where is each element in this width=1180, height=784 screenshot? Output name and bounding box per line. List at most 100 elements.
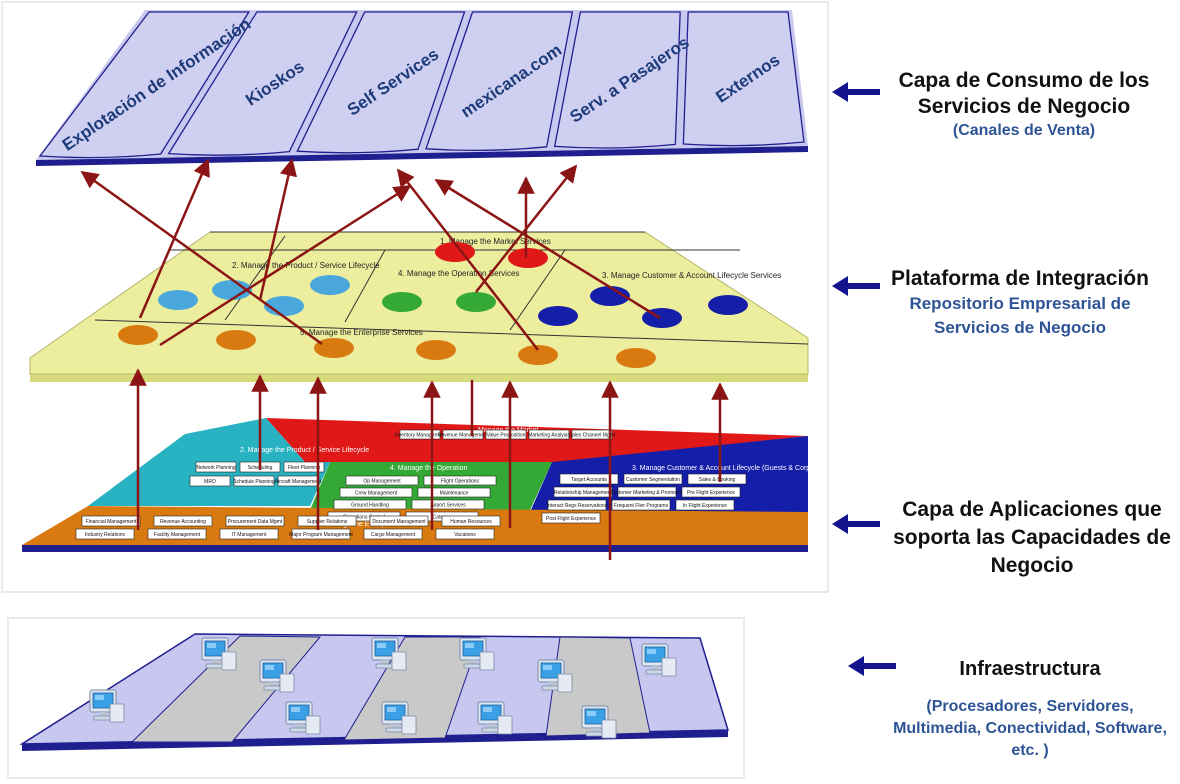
app-box-label: IT Management	[232, 532, 268, 538]
app-box-label: Network Planning	[196, 465, 235, 471]
region-label: 3. Manage Customer & Account Lifecycle S…	[602, 271, 781, 280]
app-box	[617, 486, 677, 498]
app-box-label: Pre Flight Experience	[687, 490, 735, 496]
app-box-label: Customer Marketing & Promotion	[610, 490, 684, 496]
app-box-label: Revenue Management	[438, 433, 489, 439]
left-arrow-icon	[832, 276, 880, 296]
app-box	[435, 528, 495, 540]
infraestructura-subtitle: (Procesadores, Servidores, Multimedia, C…	[893, 698, 1167, 759]
app-box	[75, 528, 135, 540]
app-box	[571, 429, 613, 440]
app-box	[675, 499, 735, 511]
integracion-subtitle: Repositorio Empresarial de Servicios de …	[909, 294, 1131, 337]
app-box	[225, 515, 285, 527]
app-box-label: Customer Segmentation	[626, 477, 680, 483]
integracion-title: Plataforma de Integración	[891, 267, 1149, 290]
app-box	[291, 528, 351, 540]
app-box-label: Flight Operations	[441, 479, 480, 485]
app-box-label: Aircraft Management	[275, 479, 322, 485]
app-box-label: Human Resources	[450, 519, 492, 525]
app-region-label: 2. Manage the Product / Service Lifecycl…	[240, 447, 369, 454]
app-box-label: Procurement Data Mgmt	[228, 519, 283, 525]
app-box-label: Sales & Booking	[699, 477, 736, 483]
app-box-label: Financial Management	[86, 519, 137, 525]
app-box	[485, 429, 527, 440]
integracion-label: Plataforma de Integración Repositorio Em…	[884, 266, 1156, 340]
app-box-label: MRO	[204, 479, 216, 485]
app-box	[283, 461, 325, 473]
left-arrow-icon	[848, 656, 896, 676]
app-box-label: Relationship Management	[554, 490, 613, 496]
app-box	[528, 429, 570, 440]
left-arrows	[832, 82, 896, 676]
app-box-label: Post Flight Experience	[546, 516, 596, 522]
region-label: 2. Manage the Product / Service Lifecycl…	[232, 261, 380, 270]
left-arrow-icon	[832, 514, 880, 534]
app-box-label: Vacations	[454, 532, 476, 538]
app-box-label: Facility Management	[154, 532, 201, 538]
app-box	[219, 528, 279, 540]
consumo-title: Capa de Consumo de los Servicios de Nego…	[898, 69, 1150, 118]
infrastructure-layer	[19, 633, 730, 751]
app-box	[81, 515, 141, 527]
channel-slat	[38, 11, 251, 159]
infraestructura-label: Infraestructura (Procesadores, Servidore…	[890, 656, 1170, 762]
app-region-label: 3. Manage Customer & Account Lifecycle (…	[632, 465, 853, 472]
channel-slat	[682, 11, 805, 147]
app-box-label: Target Accounts	[571, 477, 607, 483]
app-box-label: Frequent Flier Programs	[614, 503, 669, 509]
app-box-label: Operations Control	[343, 515, 385, 521]
app-box	[399, 429, 441, 440]
app-box-label: Ground Handling	[351, 503, 389, 509]
app-box-label: Supplier Relations	[307, 519, 348, 525]
app-box	[623, 473, 683, 485]
app-box	[297, 515, 357, 527]
app-box	[441, 515, 501, 527]
app-region-label: 4. Manage the Operation	[390, 465, 468, 472]
app-box	[687, 473, 747, 485]
app-box	[189, 475, 231, 487]
app-box	[153, 515, 213, 527]
app-box	[333, 499, 407, 510]
app-box-label: Fleet Planning	[288, 465, 320, 471]
app-box-label: Cargo Management	[371, 532, 416, 538]
app-box	[553, 486, 613, 498]
app-box	[411, 499, 485, 510]
app-box-label: In Flight Experience	[683, 503, 727, 509]
app-box-label: Maintenance	[440, 491, 469, 497]
region-label: 4. Manage the Operation Services	[398, 269, 519, 278]
channel-slat	[167, 11, 358, 156]
app-box-label: Marketing Analysis	[528, 433, 570, 439]
app-box-label: Industry Relations	[85, 532, 126, 538]
region-label: 1. Manage the Market Services	[440, 237, 551, 246]
channel-slat	[425, 11, 574, 152]
channel-slat	[553, 11, 681, 149]
app-box	[423, 475, 497, 486]
applications-layer: Manage the Market 2. Manage the Product …	[22, 418, 853, 552]
app-box	[363, 528, 423, 540]
aplicaciones-label: Capa de Aplicaciones que soporta las Cap…	[884, 496, 1180, 580]
aplicaciones-title: Capa de Aplicaciones que soporta las Cap…	[893, 498, 1171, 577]
app-box	[681, 486, 741, 498]
channel-slats	[38, 11, 805, 159]
app-box	[339, 487, 413, 498]
app-box	[147, 528, 207, 540]
region-label: 5. Manage the Enterprise Services	[300, 328, 423, 337]
connectors	[80, 158, 729, 560]
app-box-label: Document Management	[372, 519, 426, 525]
app-box-label: Sales Channel Mgmt	[569, 433, 616, 439]
app-box	[233, 475, 275, 487]
app-box-label: Interact Regs Reservations	[547, 503, 608, 509]
app-box-label: Op Management	[363, 479, 401, 485]
left-arrow-icon	[832, 82, 880, 102]
app-box	[559, 473, 619, 485]
infraestructura-title: Infraestructura	[959, 658, 1101, 680]
app-box	[417, 487, 491, 498]
consumo-label: Capa de Consumo de los Servicios de Nego…	[884, 68, 1164, 142]
app-box-label: Airport Services	[430, 503, 466, 509]
integration-layer: 1. Manage the Market Services 2. Manage …	[29, 231, 809, 382]
app-region-label: 5. Manage the Enterprise	[318, 521, 397, 528]
